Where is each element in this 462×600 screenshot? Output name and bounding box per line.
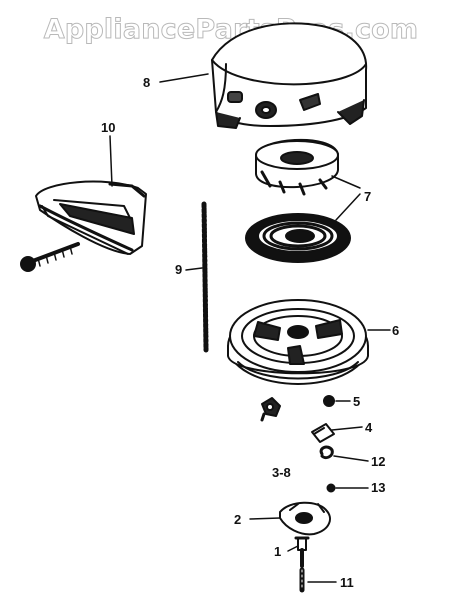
callout-3-8: 3-8 — [272, 465, 291, 480]
recoil-cup-part — [255, 138, 339, 196]
leader-lines — [109, 73, 391, 583]
callout-1: 1 — [274, 544, 282, 559]
callout-11: 11 — [340, 575, 354, 590]
callout-5: 5 — [353, 394, 361, 409]
handle-screw-part — [20, 242, 80, 272]
pawl-plate-part — [311, 423, 335, 443]
callout-13: 13 — [371, 480, 386, 495]
callout-9: 9 — [175, 262, 183, 277]
starter-housing-part — [211, 22, 368, 129]
starter-rope-part — [201, 201, 209, 353]
callout-12: 12 — [371, 454, 386, 469]
starter-pulley-part — [227, 299, 369, 385]
pawl-retainer-part — [260, 397, 281, 422]
retainer-cam-part — [279, 501, 331, 536]
pawl-spring-part — [319, 445, 334, 460]
callout-10: 10 — [101, 120, 116, 135]
callout-2: 2 — [234, 512, 242, 527]
center-bolt-part — [294, 536, 310, 568]
washer-part — [326, 483, 336, 493]
callout-6: 6 — [392, 323, 400, 338]
starter-handle-part — [35, 180, 147, 255]
callout-4: 4 — [365, 420, 373, 435]
callout-7: 7 — [364, 189, 372, 204]
pawl-part-5 — [323, 395, 335, 407]
recoil-spring-part — [245, 213, 351, 263]
callout-8: 8 — [143, 75, 151, 90]
